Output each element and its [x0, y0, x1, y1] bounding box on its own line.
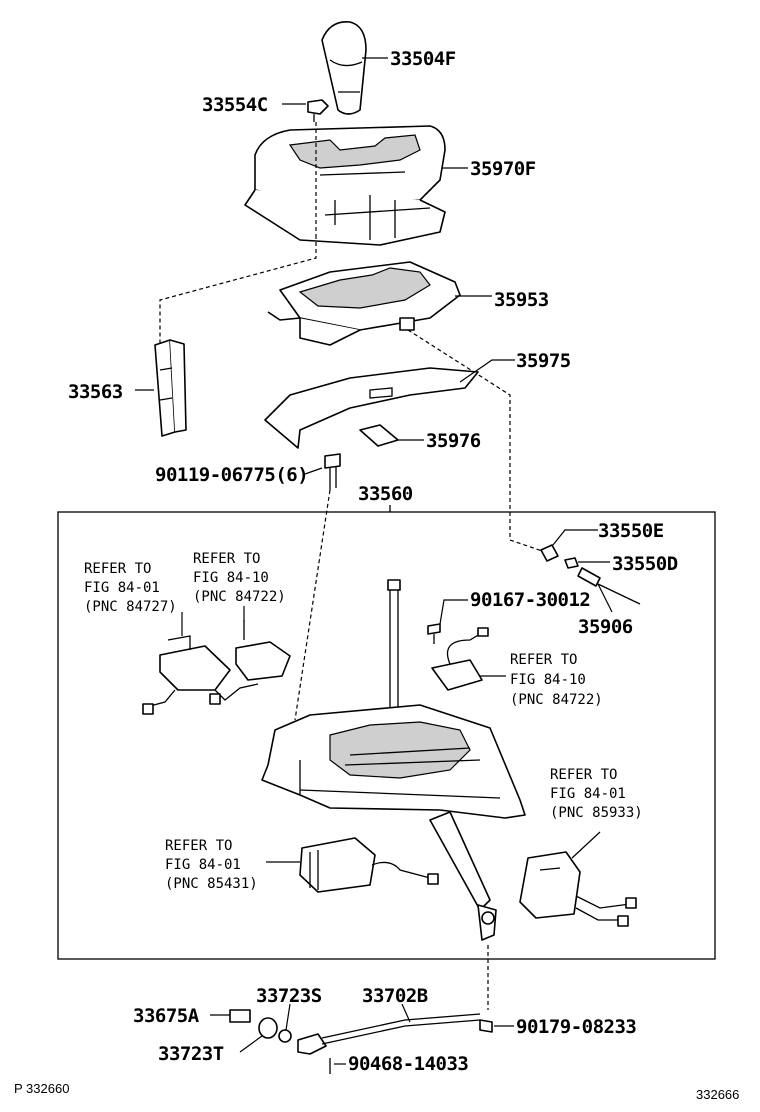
- left-modules-drawing: [142, 620, 291, 715]
- label-33554C: 33554C: [202, 94, 268, 116]
- plate-drawing: [267, 261, 461, 346]
- label-35953: 35953: [494, 289, 549, 311]
- label-33675A: 33675A: [133, 1005, 200, 1027]
- label-90468-14033: 90468-14033: [348, 1053, 468, 1075]
- assembly-frame: [57, 511, 716, 960]
- label-33723T: 33723T: [158, 1043, 224, 1065]
- screw-drawing: [427, 623, 441, 644]
- label-33702B: 33702B: [362, 985, 428, 1007]
- label-33723S: 33723S: [256, 985, 322, 1007]
- svg-text:FIG 84-01: FIG 84-01: [550, 786, 626, 802]
- indicator-strip-drawing: [264, 367, 479, 449]
- footer-right-id: 332666: [696, 1087, 739, 1102]
- svg-text:REFER TO: REFER TO: [165, 838, 232, 854]
- cable-parts-drawing: [540, 544, 641, 605]
- footer-left-id: P 332660: [14, 1081, 69, 1096]
- label-35906: 35906: [578, 616, 633, 638]
- svg-text:FIG 84-01: FIG 84-01: [84, 580, 160, 596]
- svg-text:REFER TO: REFER TO: [84, 561, 151, 577]
- label-33560: 33560: [358, 483, 413, 505]
- label-33550D: 33550D: [612, 553, 678, 575]
- refer-note-4: REFER TO FIG 84-01 (PNC 85933): [550, 767, 643, 821]
- svg-text:(PNC 85933): (PNC 85933): [550, 805, 643, 821]
- svg-text:FIG 84-10: FIG 84-10: [193, 570, 269, 586]
- shift-lever-assembly-drawing: [261, 579, 526, 941]
- right-module-drawing: [519, 851, 637, 927]
- cable-drawing: [229, 1009, 493, 1074]
- bracket-drawing: [154, 339, 187, 437]
- slider-drawing: [359, 424, 399, 447]
- switch-drawing: [431, 627, 489, 691]
- label-33550E: 33550E: [598, 520, 664, 542]
- svg-text:REFER TO: REFER TO: [510, 652, 577, 668]
- refer-note-3: REFER TO FIG 84-10 (PNC 84722): [510, 652, 603, 708]
- label-33504F: 33504F: [390, 48, 456, 70]
- indicator-housing-drawing: [244, 125, 446, 246]
- refer-note-2: REFER TO FIG 84-10 (PNC 84722): [193, 551, 286, 605]
- svg-text:(PNC 84722): (PNC 84722): [510, 692, 603, 708]
- shift-knob-drawing: [321, 21, 367, 115]
- refer-note-1: REFER TO FIG 84-01 (PNC 84727): [84, 561, 177, 615]
- svg-text:REFER TO: REFER TO: [193, 551, 260, 567]
- svg-text:(PNC 85431): (PNC 85431): [165, 876, 258, 892]
- svg-text:REFER TO: REFER TO: [550, 767, 617, 783]
- label-35976: 35976: [426, 430, 481, 452]
- label-90119-06775: 90119-06775(6): [155, 464, 308, 486]
- label-90179-08233: 90179-08233: [516, 1016, 636, 1038]
- svg-text:FIG 84-10: FIG 84-10: [510, 672, 586, 688]
- svg-text:(PNC 84727): (PNC 84727): [84, 599, 177, 615]
- label-35970F: 35970F: [470, 158, 536, 180]
- bolt-drawing: [324, 453, 341, 490]
- button-drawing: [307, 99, 329, 122]
- solenoid-drawing: [299, 837, 439, 893]
- label-35975: 35975: [516, 350, 571, 372]
- label-33563: 33563: [68, 381, 123, 403]
- svg-text:FIG 84-01: FIG 84-01: [165, 857, 241, 873]
- label-90167-30012: 90167-30012: [470, 589, 590, 611]
- svg-text:(PNC 84722): (PNC 84722): [193, 589, 286, 605]
- refer-note-5: REFER TO FIG 84-01 (PNC 85431): [165, 838, 258, 892]
